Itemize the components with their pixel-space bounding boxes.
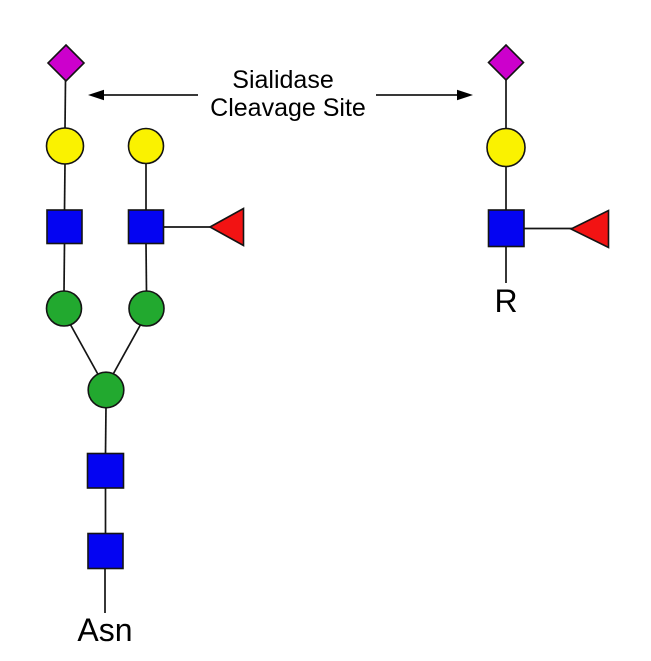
right-arrow-head-icon [457, 89, 473, 101]
right-arrow [376, 89, 473, 101]
fucose-triangle-icon [569, 209, 610, 249]
left-glycan-links [63, 79, 211, 613]
glcnac-square-icon [86, 452, 125, 489]
left-arrow-head-icon [88, 89, 104, 101]
left-arrow [88, 89, 198, 101]
glcnac-square-icon [46, 209, 83, 245]
r-label: R [494, 283, 517, 319]
mannose-circle-icon [87, 371, 125, 409]
fucose-triangle-icon [208, 207, 245, 247]
mannose-circle-icon [45, 290, 83, 327]
galactose-circle-icon [127, 127, 165, 165]
link-man-a-core [68, 321, 101, 379]
link-sialic-gal-a [64, 79, 67, 130]
link-core-glcnac2 [104, 405, 107, 455]
glcnac-square-icon [127, 209, 165, 245]
galactose-circle-icon [45, 127, 85, 165]
right-glycan-links [505, 79, 572, 283]
link-gal-glcnac-a [63, 162, 66, 212]
cleavage-title-line2: Cleavage Site [210, 94, 366, 122]
cleavage-title-line1: Sialidase [232, 66, 333, 94]
link-man-b-core [110, 321, 143, 379]
link-glcnac-man-a [63, 242, 66, 293]
glcnac-square-icon [487, 209, 525, 248]
galactose-circle-icon [486, 127, 526, 168]
left-glycan [45, 43, 245, 570]
mannose-circle-icon [128, 290, 165, 327]
link-glcnac-man-b [145, 242, 148, 293]
glcnac-square-icon [87, 532, 124, 570]
asn-label: Asn [77, 612, 132, 648]
sialic-acid-diamond-icon [487, 43, 525, 82]
right-glycan [486, 43, 610, 249]
sialic-acid-diamond-icon [46, 43, 86, 83]
